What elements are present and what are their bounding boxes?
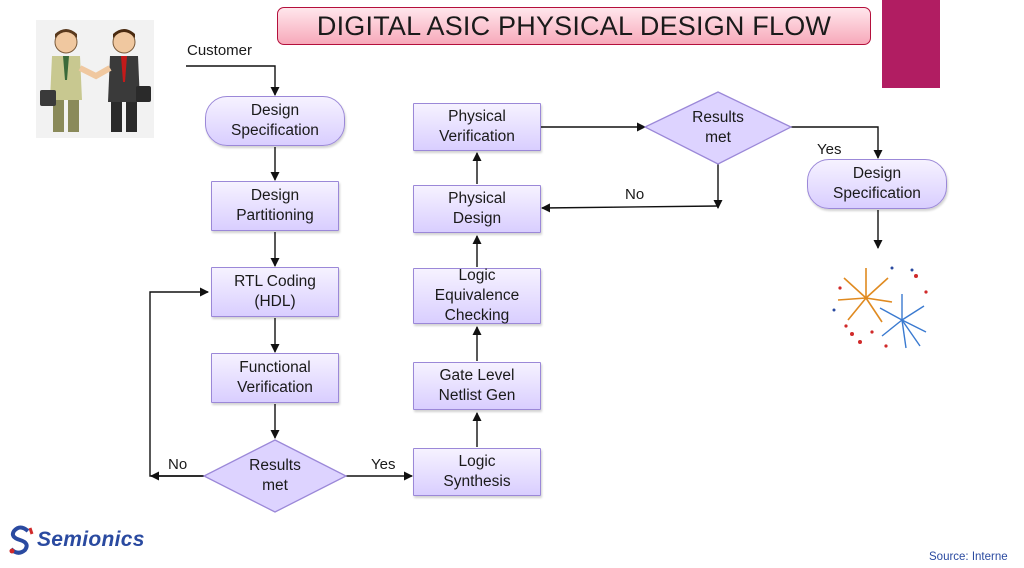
node-functional-verification: Functional Verification bbox=[211, 353, 339, 403]
source-credit: Source: Interne bbox=[929, 551, 1008, 563]
semionics-logo: Semionics bbox=[8, 525, 145, 555]
fireworks-illustration bbox=[826, 262, 932, 354]
edge-label-yes-right: Yes bbox=[817, 141, 842, 158]
arrow-results-no-loop bbox=[149, 287, 209, 477]
semionics-logo-text: Semionics bbox=[37, 528, 145, 551]
semionics-logo-icon bbox=[9, 525, 34, 555]
handshake-illustration bbox=[36, 20, 154, 138]
node-logic-equivalence: Logic Equivalence Checking bbox=[413, 267, 541, 324]
results-met-diamond-2 bbox=[643, 91, 793, 165]
arrow-customer-to-spec bbox=[186, 65, 280, 96]
node-design-specification-final: Design Specification bbox=[807, 159, 947, 209]
edge-label-no-top: No bbox=[625, 186, 645, 203]
results-met-diamond-1 bbox=[202, 439, 348, 513]
results-met-label-1: Results met bbox=[249, 457, 301, 494]
node-gate-level-netlist: Gate Level Netlist Gen bbox=[413, 362, 541, 410]
node-design-specification: Design Specification bbox=[205, 96, 345, 146]
node-rtl-coding: RTL Coding (HDL) bbox=[211, 267, 339, 317]
node-physical-verification: Physical Verification bbox=[413, 103, 541, 151]
accent-bar bbox=[882, 0, 940, 88]
node-design-partitioning: Design Partitioning bbox=[211, 181, 339, 231]
node-physical-design: Physical Design bbox=[413, 185, 541, 233]
customer-label: Customer bbox=[187, 42, 253, 59]
arrow-results2-no-back bbox=[541, 203, 719, 213]
node-logic-synthesis: Logic Synthesis bbox=[413, 448, 541, 496]
page-title: DIGITAL ASIC PHYSICAL DESIGN FLOW bbox=[277, 7, 871, 45]
results-met-label-2: Results met bbox=[692, 109, 744, 146]
edge-label-yes-bottom: Yes bbox=[371, 456, 396, 473]
edge-label-no-left: No bbox=[168, 456, 188, 473]
arrow-results2-yes bbox=[791, 126, 883, 159]
